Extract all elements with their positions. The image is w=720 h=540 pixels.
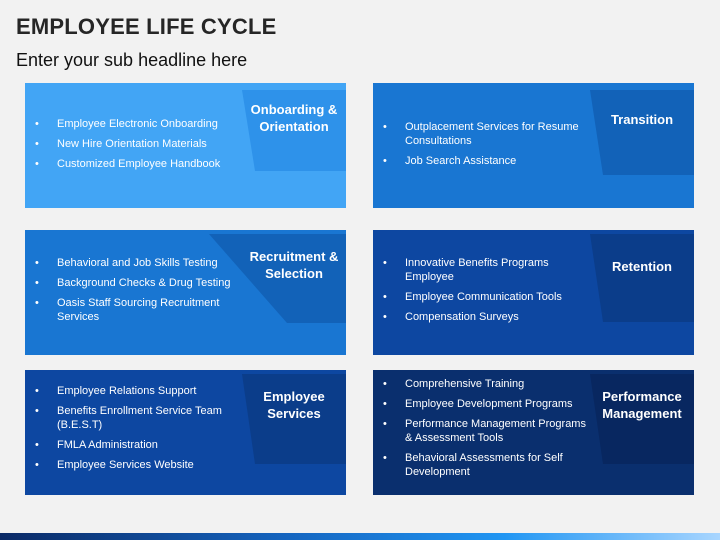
card-label: Performance Management xyxy=(602,389,682,421)
page-title: EMPLOYEE LIFE CYCLE xyxy=(16,14,277,39)
card-item-list: Employee Electronic Onboarding New Hire … xyxy=(33,117,233,177)
list-item: Performance Management Programs & Assess… xyxy=(381,417,593,445)
card-background xyxy=(25,230,346,355)
list-item: New Hire Orientation Materials xyxy=(33,137,233,151)
list-item: Employee Services Website xyxy=(33,458,233,472)
card-label: Transition xyxy=(610,112,674,127)
card-transition: Outplacement Services for Resume Consult… xyxy=(373,83,694,208)
list-item: FMLA Administration xyxy=(33,438,233,452)
card-item-list: Comprehensive Training Employee Developm… xyxy=(381,377,593,485)
card-performance: Comprehensive Training Employee Developm… xyxy=(373,370,694,495)
list-item: Employee Communication Tools xyxy=(381,290,581,304)
card-recruitment: Behavioral and Job Skills Testing Backgr… xyxy=(25,230,346,355)
list-item: Behavioral Assessments for Self Developm… xyxy=(381,451,593,479)
list-item: Customized Employee Handbook xyxy=(33,157,233,171)
card-item-list: Outplacement Services for Resume Consult… xyxy=(381,120,581,174)
card-item-list: Behavioral and Job Skills Testing Backgr… xyxy=(33,256,233,330)
list-item: Behavioral and Job Skills Testing xyxy=(33,256,233,270)
card-label: Recruitment & Selection xyxy=(249,249,339,281)
list-item: Outplacement Services for Resume Consult… xyxy=(381,120,581,148)
card-label: Onboarding & Orientation xyxy=(250,102,338,134)
card-employee-services: Employee Relations Support Benefits Enro… xyxy=(25,370,346,495)
list-item: Employee Development Programs xyxy=(381,397,593,411)
card-label: Employee Services xyxy=(263,389,325,421)
footer-accent-bar xyxy=(0,533,720,540)
list-item: Employee Relations Support xyxy=(33,384,233,398)
card-item-list: Innovative Benefits Programs Employee Em… xyxy=(381,256,581,330)
page-subtitle: Enter your sub headline here xyxy=(16,50,248,70)
list-item: Employee Electronic Onboarding xyxy=(33,117,233,131)
list-item: Background Checks & Drug Testing xyxy=(33,276,233,290)
card-background xyxy=(373,230,694,355)
list-item: Oasis Staff Sourcing Recruitment Service… xyxy=(33,296,233,324)
list-item: Innovative Benefits Programs Employee xyxy=(381,256,581,284)
list-item: Comprehensive Training xyxy=(381,377,593,391)
card-item-list: Employee Relations Support Benefits Enro… xyxy=(33,384,233,478)
list-item: Benefits Enrollment Service Team (B.E.S.… xyxy=(33,404,233,432)
card-retention: Innovative Benefits Programs Employee Em… xyxy=(373,230,694,355)
list-item: Job Search Assistance xyxy=(381,154,581,168)
card-onboarding: Employee Electronic Onboarding New Hire … xyxy=(25,83,346,208)
card-label: Retention xyxy=(612,259,672,274)
list-item: Compensation Surveys xyxy=(381,310,581,324)
